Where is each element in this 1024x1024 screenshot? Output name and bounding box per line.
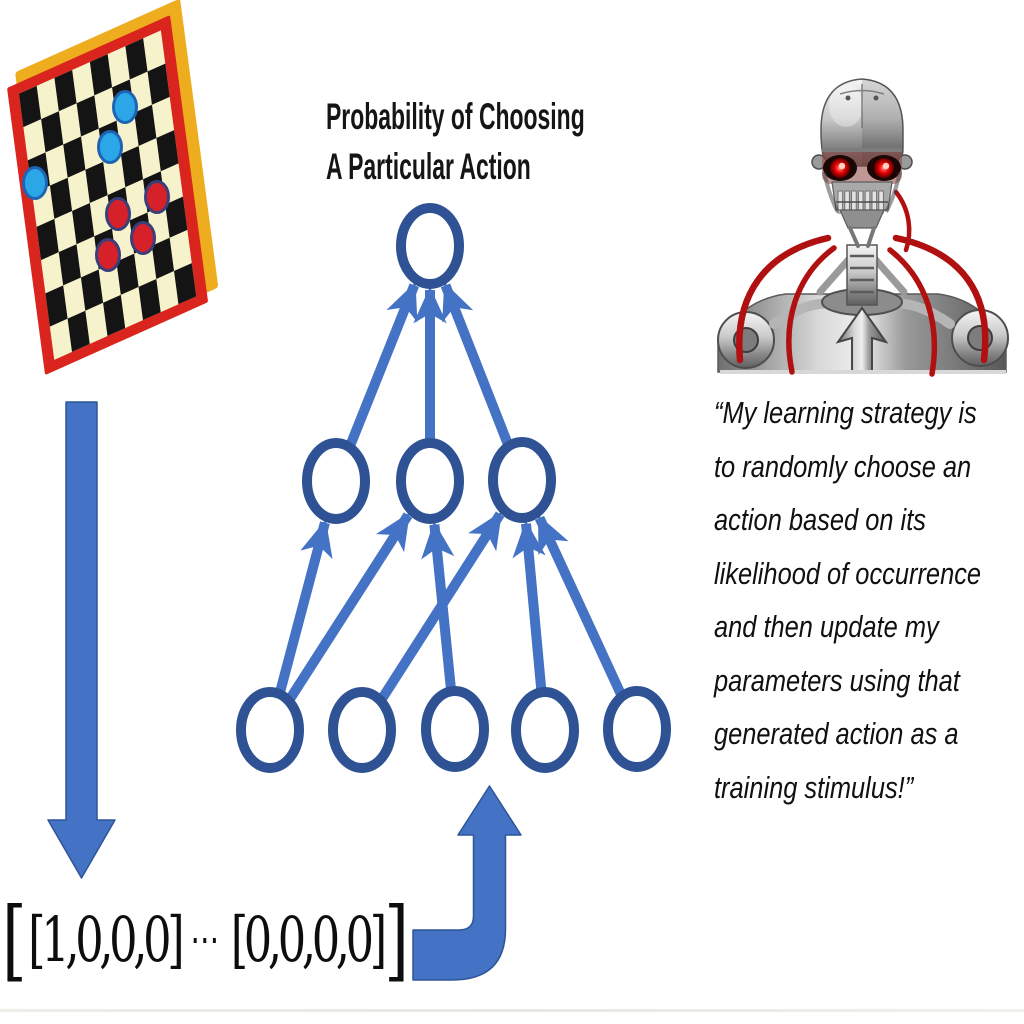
board-square <box>120 145 144 188</box>
board-square <box>147 63 170 105</box>
board-square <box>89 54 113 96</box>
network-node-B2 <box>328 687 396 773</box>
board-square <box>63 136 86 178</box>
board-square <box>58 244 81 286</box>
network-node-B3 <box>421 686 489 772</box>
board-square <box>36 218 59 261</box>
board-square <box>116 253 139 295</box>
diagram-title: Probability of Choosing A Particular Act… <box>326 96 585 187</box>
terminator-robot-image <box>700 42 1024 378</box>
red-checker-piece <box>144 180 170 214</box>
blue-checker-piece <box>112 90 138 124</box>
matrix-ellipsis: ⋯ <box>190 917 221 963</box>
board-square <box>134 104 157 146</box>
board-square <box>67 310 90 352</box>
board-square <box>80 269 104 311</box>
network-node-M2 <box>396 438 464 524</box>
network-arrow-B5-M3 <box>534 514 626 697</box>
network-node-M3 <box>488 437 556 523</box>
bent-up-arrow <box>412 785 522 981</box>
network-arrow-B1-M1 <box>275 519 333 694</box>
robot-art <box>717 78 1009 377</box>
board-square <box>156 130 179 172</box>
network-arrow-B2-M3 <box>377 511 505 702</box>
robot-cables <box>736 189 989 377</box>
board-square <box>151 237 175 279</box>
board-square <box>18 85 42 128</box>
network-arrow-M3-T <box>440 282 513 447</box>
blue-checker-piece <box>22 166 48 200</box>
red-checker-piece <box>130 221 156 255</box>
board-square <box>174 263 197 305</box>
board-square <box>49 177 73 219</box>
matrix-outer-right-bracket: ] <box>384 888 410 991</box>
network-node-B1 <box>236 687 304 773</box>
blue-checker-piece <box>97 130 123 164</box>
board-square <box>85 161 108 204</box>
network-node-M1 <box>302 438 370 524</box>
matrix-vector-2: [0,0,0,0] <box>230 903 387 976</box>
robot-quote: “My learning strategy is to randomly cho… <box>714 395 982 805</box>
red-checker-piece <box>105 197 131 231</box>
matrix-outer-left-bracket: [ <box>2 888 27 991</box>
board-square <box>165 196 188 238</box>
robot-skull <box>811 78 913 248</box>
network-node-B5 <box>603 686 671 772</box>
board-square <box>138 278 161 321</box>
down-arrow <box>47 401 116 879</box>
matrix-vector-1: [1,0,0,0] <box>28 903 184 976</box>
board-square <box>54 69 77 112</box>
board-square <box>76 95 99 137</box>
network-nodes <box>236 203 671 773</box>
state-vector-matrix: [ [1,0,0,0] ⋯ [0,0,0,0] ] <box>2 884 409 996</box>
board-square <box>125 38 148 80</box>
board-square <box>72 203 95 245</box>
network-arrow-B1-M2 <box>285 512 413 702</box>
board-square <box>45 285 68 327</box>
robot-torso <box>717 244 1009 374</box>
checker-pieces <box>22 90 170 272</box>
network-node-T <box>396 203 464 289</box>
network-arrow-M1-T <box>345 282 419 448</box>
board-square <box>41 111 64 153</box>
network-arrows <box>275 282 626 702</box>
network-arrow-B4-M3 <box>512 520 547 691</box>
network-node-B4 <box>511 687 579 773</box>
board-square <box>103 294 126 337</box>
red-checker-piece <box>95 238 121 272</box>
scan-artifact-line <box>0 1009 1024 1012</box>
